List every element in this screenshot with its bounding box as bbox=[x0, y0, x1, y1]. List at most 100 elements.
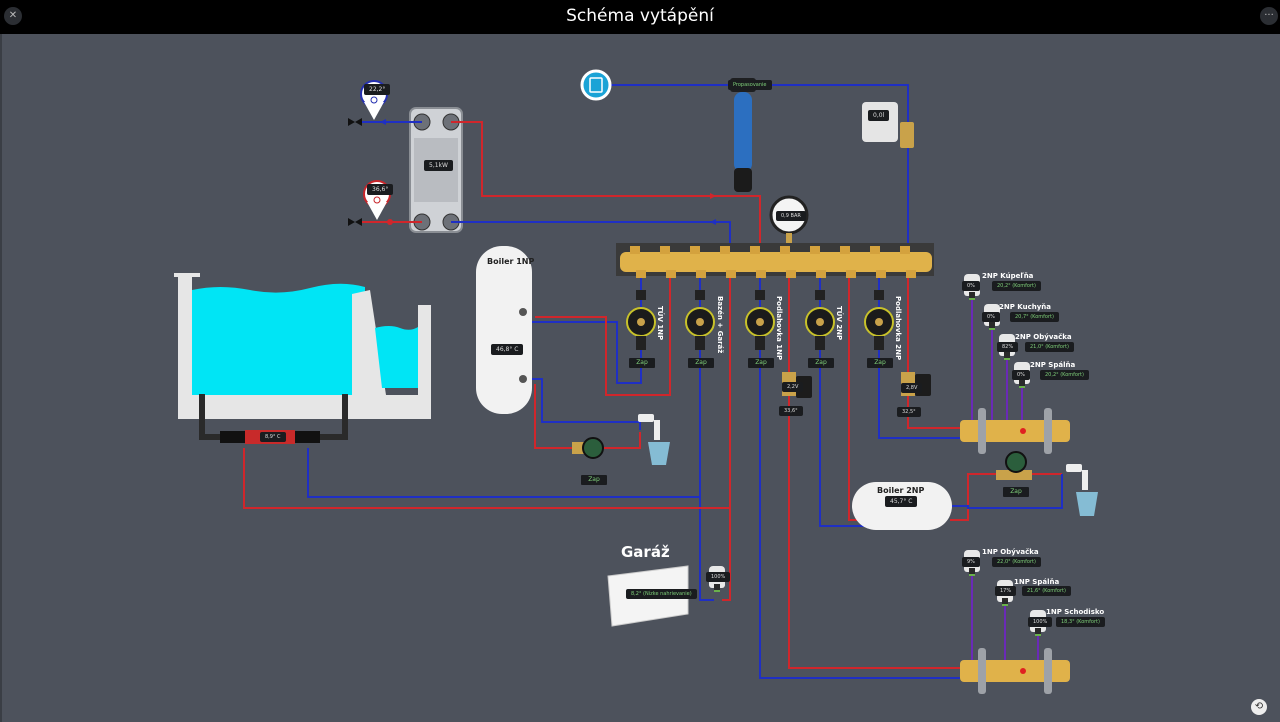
flow-meter-value: 0,0l bbox=[868, 110, 890, 121]
room-name: 2NP Spálňa bbox=[1030, 361, 1076, 369]
room-name: 2NP Kuchyňa bbox=[999, 303, 1051, 311]
room-temp[interactable]: 18,3° (Komfort) bbox=[1056, 617, 1105, 627]
boiler-2np-circ-status[interactable]: Zap bbox=[1003, 487, 1029, 497]
circulation-pump-boiler-2np[interactable] bbox=[996, 451, 1032, 480]
boiler-1np-circ-status[interactable]: Zap bbox=[581, 475, 607, 485]
room-valve: 82% bbox=[997, 342, 1019, 352]
room-valve: 17% bbox=[995, 586, 1017, 596]
shutoff-valve-icon[interactable] bbox=[348, 218, 362, 226]
page-title: Schéma vytápění bbox=[566, 6, 714, 26]
shutoff-valve-icon[interactable] bbox=[348, 118, 362, 126]
water-source-button[interactable] bbox=[580, 69, 612, 101]
room-valve: 100% bbox=[1028, 617, 1053, 627]
boiler-1np-title: Boiler 1NP bbox=[487, 257, 535, 266]
valve-voltage: 2,2V bbox=[782, 382, 804, 392]
pressure-value: 0,9 BAR bbox=[776, 211, 806, 221]
pipe-supply bbox=[534, 384, 641, 449]
room-temp[interactable]: 21,6° (Komfort) bbox=[1022, 586, 1071, 596]
pump-status[interactable]: Zap bbox=[629, 358, 655, 368]
room-name: 2NP Obývačka bbox=[1015, 333, 1072, 341]
room-temp[interactable]: 22,0° (Komfort) bbox=[992, 557, 1041, 567]
close-button[interactable]: ✕ bbox=[4, 7, 22, 25]
floor-manifold-1np bbox=[960, 648, 1070, 694]
pipe-supply bbox=[451, 121, 761, 248]
pipe-return bbox=[950, 474, 1063, 509]
pump-label: Bazén + Garáž bbox=[716, 296, 724, 354]
water-softener-filter[interactable] bbox=[730, 78, 756, 192]
top-bar: ✕ Schéma vytápění ··· bbox=[0, 0, 1280, 34]
room-valve: 0% bbox=[982, 312, 1000, 322]
pool-heater-temp: 8,9° C bbox=[260, 432, 286, 442]
pipe-cold-water bbox=[610, 84, 909, 248]
pipe-supply bbox=[907, 278, 960, 429]
pump-label: TÚV 2NP bbox=[835, 306, 843, 341]
valve-voltage: 2,8V bbox=[901, 383, 923, 393]
pump-status[interactable]: Zap bbox=[688, 358, 714, 368]
pipe-supply bbox=[722, 278, 731, 601]
sensor-cold-temp: 22,2° bbox=[364, 84, 391, 95]
reset-view-button[interactable]: ⟲ bbox=[1251, 699, 1267, 715]
pump-status[interactable]: Zap bbox=[808, 358, 834, 368]
pipe-supply bbox=[243, 448, 730, 509]
flow-arrow-icon bbox=[710, 219, 716, 225]
sensor-hot-temp: 36,6° bbox=[367, 184, 394, 195]
heating-schema-canvas bbox=[0, 34, 1280, 722]
pump-status[interactable]: Zap bbox=[867, 358, 893, 368]
room-valve: 0% bbox=[1012, 370, 1030, 380]
garage-radiator-temp: 8,2° (Nízke nahrievanie) bbox=[626, 589, 697, 599]
water-tap-2np-icon bbox=[1066, 464, 1098, 516]
room-temp[interactable]: 20,2° (Komfort) bbox=[1040, 370, 1089, 380]
circulation-pump-tuv-1np[interactable] bbox=[626, 290, 656, 350]
pipe-return bbox=[759, 278, 960, 679]
pump-status[interactable]: Zap bbox=[748, 358, 774, 368]
more-options-button[interactable]: ··· bbox=[1260, 7, 1278, 25]
room-name: 1NP Obývačka bbox=[982, 548, 1039, 556]
flow-meter[interactable] bbox=[862, 102, 914, 148]
circulation-pump-podlahovka-2np[interactable] bbox=[864, 290, 894, 350]
pipe-return bbox=[451, 221, 731, 248]
boiler-1np-tank[interactable] bbox=[476, 246, 532, 414]
room-temp[interactable]: 20,7° (Komfort) bbox=[1010, 312, 1059, 322]
softener-label: Propasovanie bbox=[728, 80, 772, 90]
heat-exchanger-power: 5,1kW bbox=[424, 160, 453, 171]
flow-arrow-icon bbox=[710, 193, 716, 199]
swimming-pool bbox=[174, 273, 431, 419]
room-valve: 9% bbox=[962, 557, 980, 567]
valve-temp: 33,6° bbox=[779, 406, 803, 416]
flow-arrow-icon bbox=[380, 119, 386, 125]
boiler-1np-temp: 46,8° C bbox=[491, 344, 524, 355]
garage-title: Garáž bbox=[621, 543, 670, 561]
boiler-2np-temp: 45,7° C bbox=[885, 496, 918, 507]
room-temp[interactable]: 20,2° (Komfort) bbox=[992, 281, 1041, 291]
pump-label: Podlahovka 2NP bbox=[894, 296, 902, 361]
circulation-pump-bazen-garaz[interactable] bbox=[685, 290, 715, 350]
circulation-pump-tuv-2np[interactable] bbox=[805, 290, 835, 350]
flow-dot-icon bbox=[387, 219, 393, 225]
room-name: 1NP Schodisko bbox=[1046, 608, 1105, 616]
pipe-return bbox=[530, 278, 642, 384]
circulation-pump-boiler-1np[interactable] bbox=[572, 437, 604, 459]
pipe-return bbox=[307, 448, 700, 498]
pipe-return bbox=[530, 378, 641, 430]
close-icon: ✕ bbox=[8, 10, 18, 21]
room-name: 1NP Spálňa bbox=[1014, 578, 1060, 586]
more-icon: ··· bbox=[1264, 10, 1274, 21]
room-name: 2NP Kúpeľňa bbox=[982, 272, 1034, 280]
floor-manifold-2np bbox=[960, 408, 1070, 454]
valve-temp: 32,5° bbox=[897, 407, 921, 417]
room-valve: 0% bbox=[962, 281, 980, 291]
pressure-gauge bbox=[769, 195, 809, 245]
main-distribution-manifold bbox=[616, 243, 934, 278]
boiler-2np-title: Boiler 2NP bbox=[877, 486, 925, 495]
refresh-icon: ⟲ bbox=[1254, 701, 1264, 712]
room-temp[interactable]: 21,0° (Komfort) bbox=[1025, 342, 1074, 352]
water-tap-1np-icon bbox=[638, 414, 670, 465]
pipe-supply bbox=[950, 473, 1062, 521]
pipe-return bbox=[699, 278, 714, 601]
circulation-pump-podlahovka-1np[interactable] bbox=[745, 290, 775, 350]
garage-valve: 100% bbox=[706, 572, 731, 582]
pump-label: Podlahovka 1NP bbox=[775, 296, 783, 361]
pump-label: TÚV 1NP bbox=[656, 306, 664, 341]
pipe-supply bbox=[535, 278, 671, 396]
